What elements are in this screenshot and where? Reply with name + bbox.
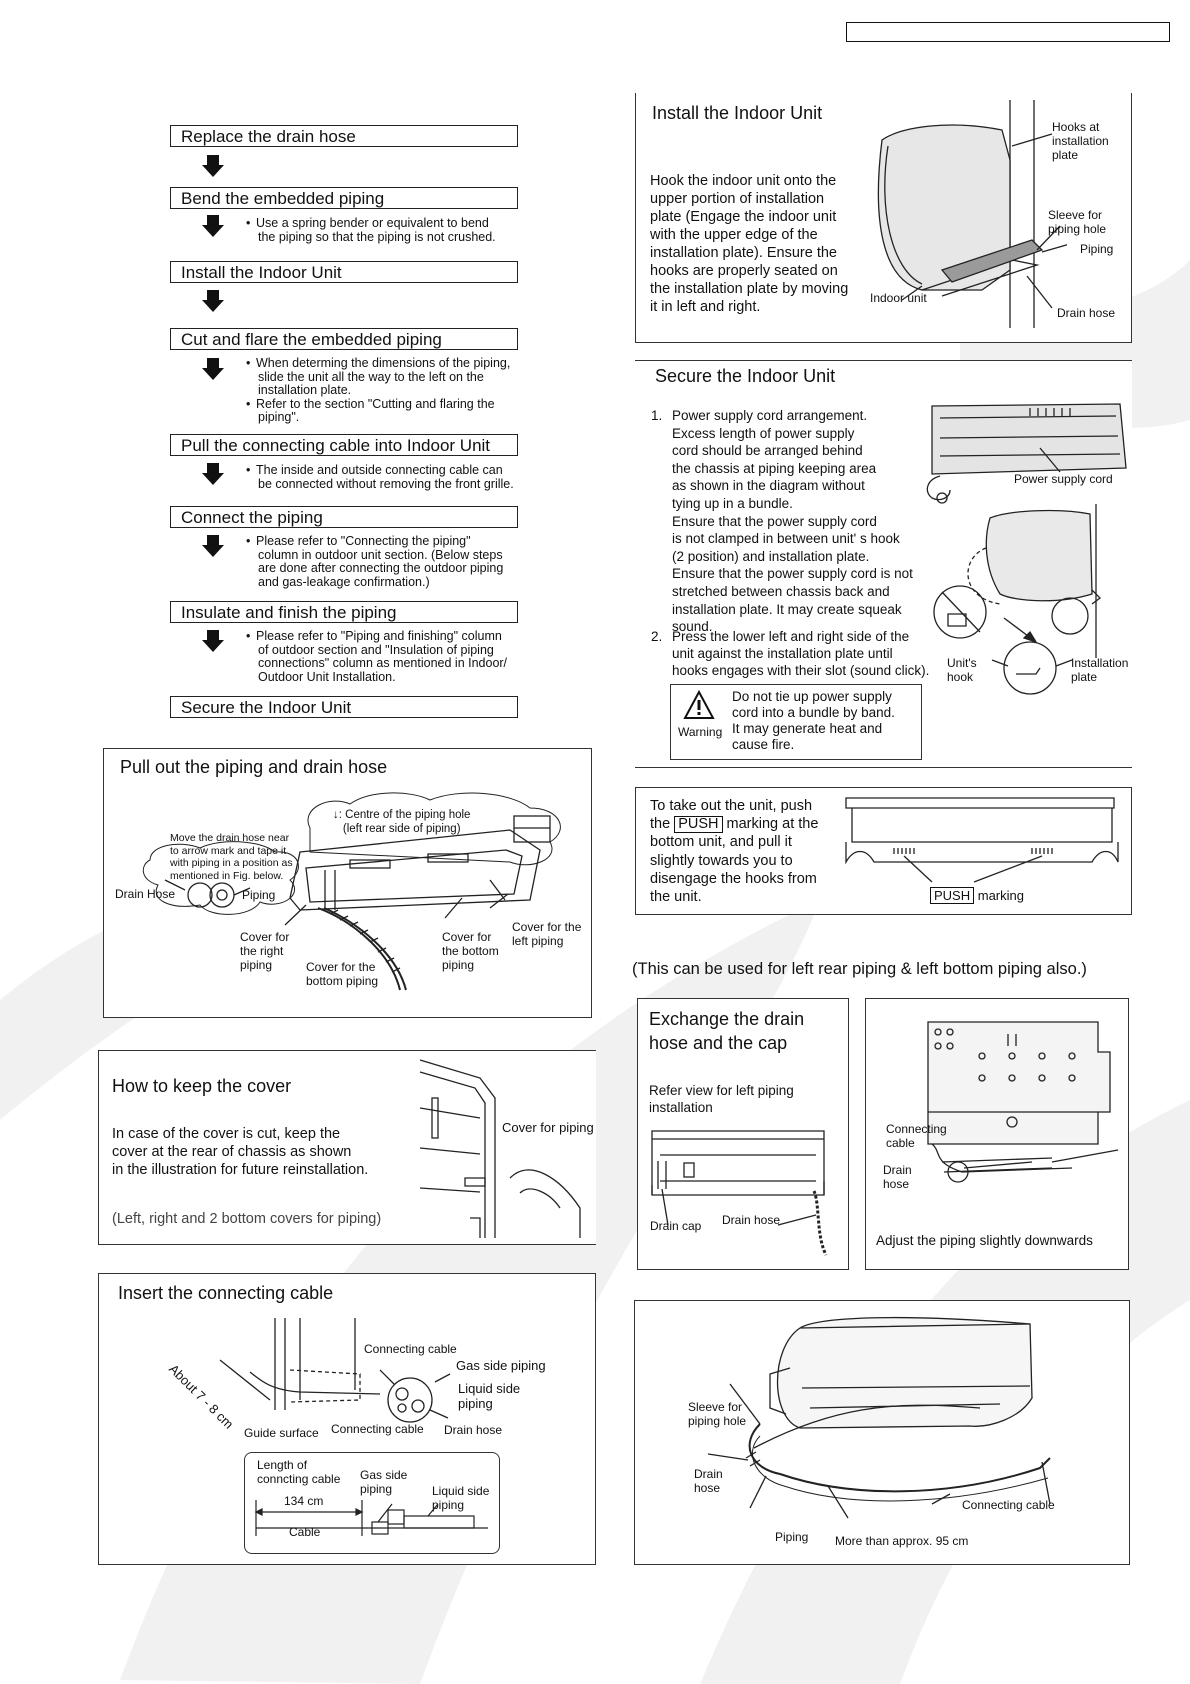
note-pull: •The inside and outside connecting cable… (246, 463, 514, 491)
label-more-than: More than approx. 95 cm (835, 1534, 969, 1548)
note-cut: •When determing the dimensions of the pi… (246, 356, 511, 424)
label-piping: Piping (242, 888, 276, 902)
take-out-text: To take out the unit, push the PUSH mark… (650, 798, 819, 906)
label-connecting-cable: Connecting cable (962, 1498, 1055, 1512)
push-marking-badge: PUSH (674, 816, 723, 834)
arrow-down-icon (202, 463, 224, 485)
label-power-cord: Power supply cord (1014, 472, 1113, 486)
note-insulate: •Please refer to "Piping and finishing" … (246, 629, 508, 684)
step-bend-embedded-piping: Bend the embedded piping (170, 187, 518, 209)
step-pull-connecting-cable: Pull the connecting cable into Indoor Un… (170, 434, 518, 456)
keep-cover-illustration (419, 1059, 581, 1238)
step-insulate-finish: Insulate and finish the piping (170, 601, 518, 623)
secure-item-2: 2. Press the lower left and right side o… (651, 629, 930, 678)
push-marking-label: PUSH marking (930, 887, 1024, 904)
label-drain-hose: Drain hose (1057, 306, 1116, 320)
label-gas-side: Gas side piping (456, 1358, 546, 1373)
cable-dimension-drawing (254, 1500, 488, 1536)
unit-side-illustration (707, 1316, 1051, 1519)
label-piping: Piping (775, 1530, 809, 1544)
step-secure-indoor-unit: Secure the Indoor Unit (170, 696, 518, 718)
panel-pull-out-piping (103, 748, 592, 1018)
label-drain-hose: Drain hose (444, 1423, 503, 1437)
adjust-illustration (927, 1021, 1119, 1183)
exchange-illustration (651, 1130, 828, 1256)
label-drain-cap: Drain cap (650, 1219, 702, 1233)
panel-title: Insert the connecting cable (118, 1283, 334, 1303)
label-guide-surface: Guide surface (244, 1426, 319, 1440)
arrow-down-icon (202, 290, 224, 312)
adjust-caption: Adjust the piping slightly downwards (876, 1233, 1093, 1248)
keep-cover-footnote: (Left, right and 2 bottom covers for pip… (112, 1211, 382, 1227)
panel-title: Secure the Indoor Unit (655, 366, 836, 386)
warning-box (670, 684, 922, 760)
warning-icon (683, 690, 715, 719)
label-connecting-cable: Connecting cable (331, 1422, 424, 1436)
step-connect-piping: Connect the piping (170, 506, 518, 528)
secure-illustration (926, 403, 1127, 695)
panel-title: How to keep the cover (112, 1076, 292, 1096)
push-marking-badge-2: PUSH (930, 887, 975, 904)
warning-label: Warning (678, 725, 723, 739)
cable-length-box (244, 1452, 500, 1554)
step-cut-and-flare: Cut and flare the embedded piping (170, 328, 518, 350)
pull-out-illustration (142, 792, 561, 991)
label-connecting-cable-top: Connecting cable (364, 1342, 457, 1356)
arrow-down-icon (202, 215, 224, 237)
step-install-indoor-unit: Install the Indoor Unit (170, 261, 518, 283)
label-piping: Piping (1080, 242, 1114, 256)
panel-insert-cable (98, 1273, 596, 1565)
secure-item-1: 1. Power supply cord arrangement.Excess … (651, 408, 913, 635)
label-drain-hose: Drain hose (722, 1213, 781, 1227)
insert-cable-illustration (219, 1318, 451, 1423)
note-connect: •Please refer to "Connecting the piping"… (246, 534, 504, 589)
label-centre-hole: ↓: Centre of the piping hole(left rear s… (333, 809, 471, 835)
panel-exchange (637, 998, 849, 1270)
panel-keep-cover (98, 1050, 596, 1245)
also-note: (This can be used for left rear piping &… (632, 960, 1087, 978)
panel-title: Pull out the piping and drain hose (120, 757, 388, 777)
step-replace-drain-hose: Replace the drain hose (170, 125, 518, 147)
label-cable: Cable (289, 1525, 321, 1539)
arrow-down-icon (202, 535, 224, 557)
label-drain-hose: Drain Hose (115, 887, 176, 901)
take-out-illustration (845, 797, 1119, 883)
arrow-down-icon (202, 155, 224, 177)
arrow-down-icon (202, 358, 224, 380)
panel-title: Install the Indoor Unit (652, 103, 823, 123)
arrow-down-icon (202, 630, 224, 652)
label-dimension: 134 cm (284, 1494, 324, 1508)
header-box (846, 22, 1170, 42)
label-indoor-unit: Indoor unit (870, 291, 927, 305)
label-cover-for-piping: Cover for piping (502, 1120, 594, 1135)
note-bend: •Use a spring bender or equivalent to be… (246, 216, 496, 244)
indoor-unit-illustration (877, 100, 1067, 328)
